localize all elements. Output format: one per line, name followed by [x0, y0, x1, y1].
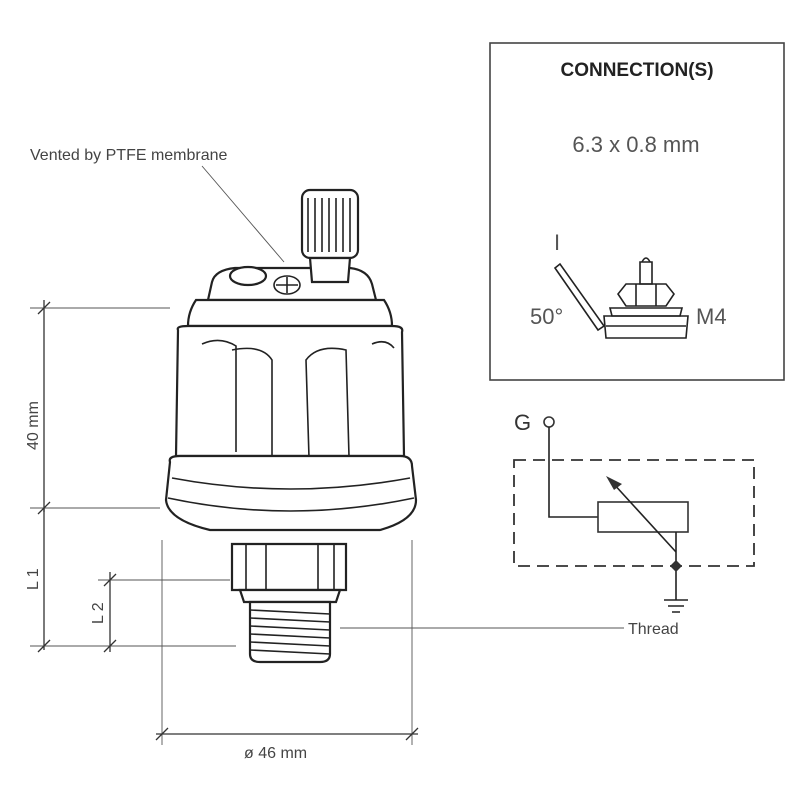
m4-stud-top	[641, 257, 651, 263]
body-groove-left	[201, 339, 237, 452]
stud-label: M4	[696, 304, 727, 329]
circuit-schematic: G	[513, 410, 755, 613]
dim-l1-tick	[37, 639, 51, 653]
flange-edge-2	[167, 497, 415, 512]
ground-junction	[670, 560, 682, 572]
ground-symbol	[664, 599, 688, 613]
terminal-i-label: I	[554, 230, 560, 255]
sensor-collar	[186, 298, 394, 328]
l2-label: L 2	[90, 602, 107, 624]
vent-leader	[201, 165, 285, 263]
m4-nut	[617, 283, 675, 307]
hex-facets	[245, 544, 335, 590]
connection-panel: CONNECTION(S) 6.3 x 0.8 mm I 50° M4	[489, 42, 785, 381]
thread-port	[248, 600, 332, 664]
connection-size: 6.3 x 0.8 mm	[572, 132, 699, 157]
terminal-base	[603, 315, 689, 339]
arrow-head	[606, 476, 622, 490]
flat-blade-terminal	[553, 262, 606, 332]
connection-box	[489, 42, 785, 381]
l1-label: L 1	[25, 568, 42, 590]
vent-label: Vented by PTFE membrane	[30, 147, 228, 164]
resistor-arrow	[611, 481, 677, 553]
hex-nut	[230, 542, 348, 592]
pressure-sensor-illustration	[164, 188, 418, 664]
cap-knob	[228, 265, 268, 287]
connection-title: CONNECTION(S)	[560, 60, 713, 81]
sensor-housing-outline	[513, 459, 755, 567]
dim-diameter-ticks	[155, 727, 419, 741]
nut-base	[238, 588, 342, 604]
sensor-body	[174, 324, 406, 458]
dimension-lines	[30, 165, 624, 745]
terminal-g-label: G	[514, 410, 531, 435]
thread-label: Thread	[628, 621, 679, 638]
terminal-g-node	[543, 416, 555, 428]
dim-l2-ticks	[103, 573, 117, 653]
height-label: 40 mm	[25, 401, 42, 450]
thread-lines	[249, 609, 331, 655]
flange-edge-1	[171, 477, 411, 490]
m4-nut-facets	[635, 284, 657, 306]
stud-knurling	[307, 198, 351, 252]
ptfe-vent-membrane	[273, 275, 301, 295]
stud-base	[308, 256, 352, 284]
sensor-flange	[164, 454, 418, 532]
vent-cross	[276, 277, 298, 293]
body-groove-edge	[371, 340, 395, 349]
angle-label: 50°	[530, 304, 563, 329]
diameter-label: ø 46 mm	[244, 745, 307, 762]
signal-wire	[548, 427, 598, 518]
